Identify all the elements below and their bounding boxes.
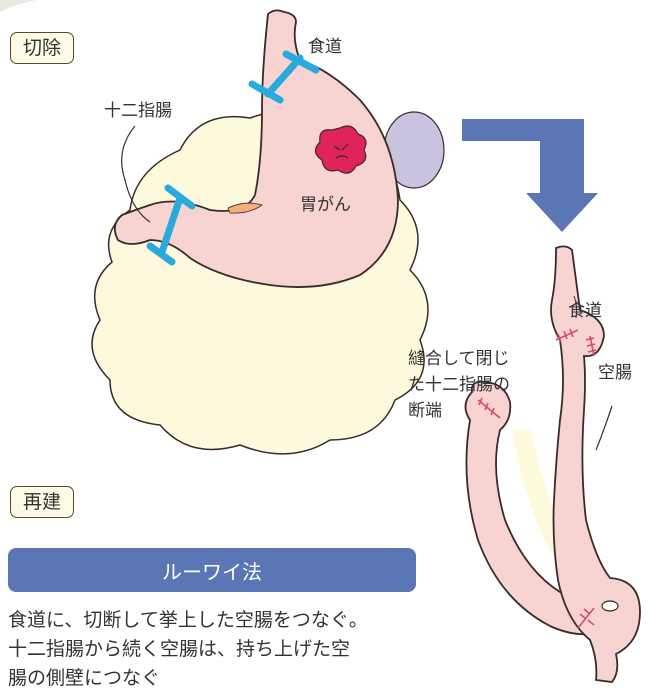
duodenum-label: 十二指腸 — [104, 100, 172, 122]
description-line: 十二指腸から続く空腸は、持ち上げた空 — [8, 635, 448, 664]
stump-label-line1: 縫合して閉じ — [408, 348, 510, 370]
stump-label-line2: た十二指腸の — [408, 374, 510, 396]
corner-circle — [0, 0, 48, 12]
description-line: 腸の側壁につなぐ — [8, 664, 448, 693]
flow-arrow — [462, 119, 598, 232]
reconstruction-label: 再建 — [10, 486, 74, 518]
roux-en-y-title-bar: ルーワイ法 — [8, 548, 416, 592]
esophagus-label: 食道 — [308, 36, 342, 58]
jejunum-leader — [596, 406, 612, 450]
excision-label: 切除 — [10, 32, 74, 64]
esophagus-right-label: 食道 — [568, 300, 602, 322]
method-description: 食道に、切断して挙上した空腸をつなぐ。 十二指腸から続く空腸は、持ち上げた空 腸… — [8, 606, 448, 693]
description-line: 食道に、切断して挙上した空腸をつなぐ。 — [8, 606, 448, 635]
anastomosis-hole — [602, 601, 618, 611]
jejunum-label: 空腸 — [598, 362, 632, 384]
gastric-cancer-label: 胃がん — [300, 194, 351, 216]
stump-label-line3: 断端 — [408, 400, 442, 422]
method-title: ルーワイ法 — [162, 556, 262, 585]
